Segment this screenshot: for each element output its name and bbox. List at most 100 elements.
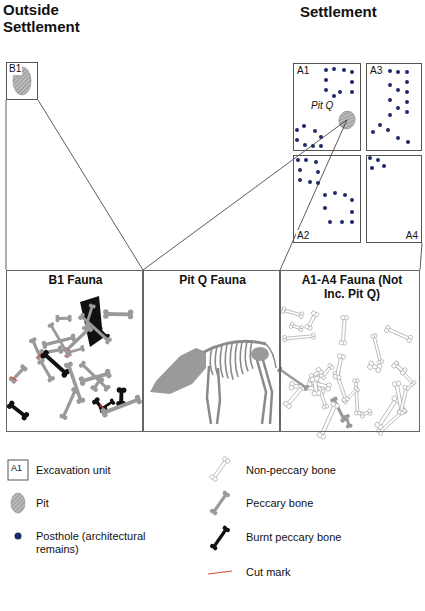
posthole: [371, 130, 375, 134]
legend-text: Peccary bone: [246, 497, 313, 510]
unit-label: A4: [405, 230, 419, 242]
posthole: [342, 68, 346, 72]
leader-line: [420, 243, 422, 270]
b1-bones: [6, 296, 143, 421]
posthole: [324, 88, 328, 92]
leader-line: [143, 120, 347, 270]
bone: [39, 349, 71, 379]
posthole: [350, 210, 354, 214]
bone: [304, 310, 319, 331]
region-heading: Outside Settlement: [3, 2, 98, 35]
bone: [78, 360, 111, 393]
posthole: [324, 78, 328, 82]
bone: [289, 322, 304, 332]
excavation-unit: B1: [6, 62, 38, 100]
unit-label: A1: [296, 65, 310, 77]
posthole: [405, 110, 409, 114]
excavation-unit: A4: [366, 155, 422, 243]
bone: [281, 306, 304, 319]
posthole: [396, 88, 400, 92]
bone: [391, 360, 408, 376]
posthole: [295, 138, 299, 142]
legend-text: Non-peccary bone: [246, 464, 336, 477]
unit-label: B1: [8, 63, 22, 75]
unit-label: A2: [296, 230, 310, 242]
rib: [225, 345, 228, 379]
rib: [235, 343, 238, 377]
legend-text: Cut mark: [246, 566, 291, 579]
posthole: [350, 90, 354, 94]
unit-label: A3: [369, 65, 383, 77]
excavation-unit: A2: [293, 155, 361, 243]
posthole-swatch: [15, 533, 22, 540]
posthole: [304, 158, 308, 162]
posthole: [319, 144, 323, 148]
leader-line: [6, 100, 143, 270]
bone: [319, 363, 335, 381]
legend-text: Burnt peccary bone: [246, 531, 341, 544]
rib: [245, 341, 248, 371]
bone: [63, 361, 86, 405]
bone: [359, 408, 373, 418]
bone: [103, 309, 133, 319]
swatch-label: A1: [11, 464, 22, 474]
fauna-panel: B1 Fauna: [6, 270, 143, 432]
rib: [230, 344, 233, 380]
panel-title: A1-A4 Fauna (Not Inc. Pit Q): [296, 274, 408, 302]
posthole: [332, 67, 336, 71]
posthole: [405, 100, 409, 104]
a-bones: [276, 306, 416, 439]
bone: [77, 312, 113, 345]
posthole: [396, 106, 400, 110]
posthole: [338, 90, 342, 94]
posthole: [350, 198, 354, 202]
posthole: [314, 160, 318, 164]
rib: [210, 347, 213, 375]
posthole: [324, 68, 328, 72]
excavation-unit: A3: [366, 63, 422, 151]
bone: [276, 366, 309, 392]
bone: [352, 379, 360, 416]
burnt-scapula: [80, 296, 103, 347]
posthole: [405, 90, 409, 94]
posthole: [350, 80, 354, 84]
bone: [78, 368, 112, 386]
posthole: [370, 166, 374, 170]
bone: [332, 370, 349, 403]
panel-title: Pit Q Fauna: [148, 274, 277, 288]
unit-swatch: [8, 460, 28, 480]
posthole: [388, 98, 392, 102]
bone: [374, 395, 401, 431]
cut-mark: [10, 375, 17, 382]
posthole: [332, 94, 336, 98]
legend-icons: [8, 460, 232, 574]
bone: [209, 525, 231, 551]
posthole: [386, 128, 390, 132]
posthole: [388, 69, 392, 73]
bone: [397, 385, 410, 415]
bone: [36, 358, 55, 384]
fauna-panel: Pit Q Fauna: [143, 270, 280, 432]
bone: [100, 394, 143, 418]
cutmark-swatch: [208, 571, 232, 574]
posthole: [298, 168, 302, 172]
posthole: [405, 80, 409, 84]
posthole: [295, 128, 299, 132]
bone: [370, 333, 384, 364]
bone: [384, 325, 414, 344]
pit-swatch: [11, 493, 25, 513]
posthole: [302, 124, 306, 128]
posthole: [368, 156, 372, 160]
posthole: [343, 193, 347, 197]
bone: [209, 490, 231, 516]
posthole: [388, 83, 392, 87]
bone: [8, 363, 29, 384]
posthole: [328, 220, 332, 224]
posthole: [313, 129, 317, 133]
pit-label: Pit Q: [310, 100, 358, 132]
posthole: [333, 191, 337, 195]
legend-bones: [209, 456, 231, 551]
region-heading: Settlement: [300, 4, 377, 21]
panel-title: B1 Fauna: [11, 274, 140, 288]
